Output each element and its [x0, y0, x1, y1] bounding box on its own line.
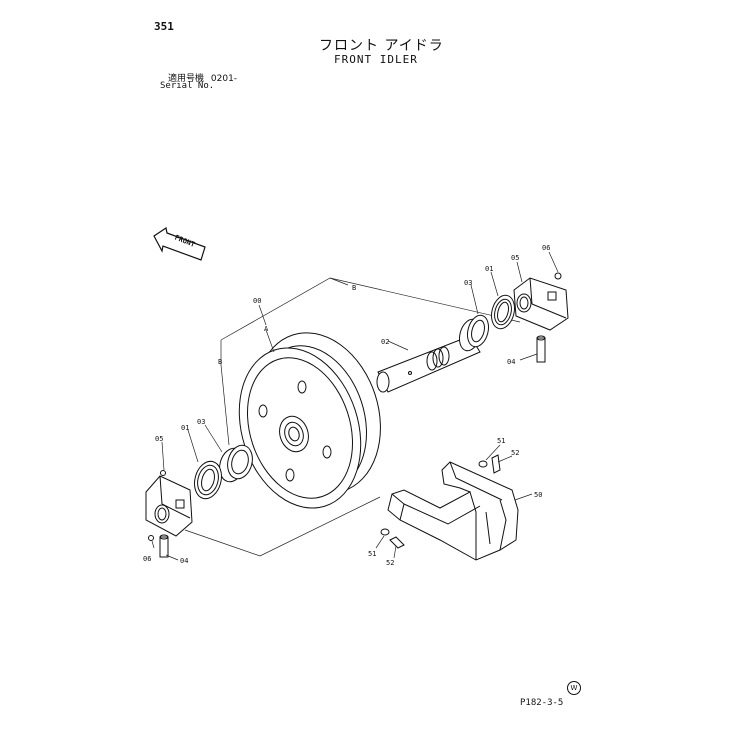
bracket-right — [513, 272, 569, 331]
callout-guide-bracket: 50 — [534, 491, 542, 499]
washer-top — [478, 460, 488, 468]
callout-shaft: 02 — [381, 338, 389, 346]
bolt-bottom — [389, 536, 405, 549]
seal-right — [458, 314, 490, 352]
callout-floating-seal-left: 01 — [181, 424, 189, 432]
callout-washer-top: 51 — [497, 437, 505, 445]
serial-label-english: Serial No. — [160, 81, 215, 91]
serial-label-jp-text: 適用号機 — [168, 74, 205, 84]
callout-bracket-left: 05 — [155, 435, 163, 443]
callout-bolt-bottom: 52 — [386, 559, 394, 567]
drawing-reference: P182-3-5 — [520, 698, 564, 708]
shaft — [376, 335, 481, 393]
callout-labels: 00 A B B 02 03 01 05 06 04 03 01 05 06 0… — [143, 244, 550, 567]
callout-group-b-top: B — [352, 284, 356, 292]
callout-bolt-top: 52 — [511, 449, 519, 457]
seal-left — [219, 444, 253, 483]
callout-bolt-left: 06 — [143, 555, 151, 563]
washer-bottom — [380, 528, 390, 536]
callout-floating-seal-right: 01 — [485, 265, 493, 273]
callout-hub-a: A — [264, 325, 269, 333]
guide-bracket — [387, 461, 519, 561]
idler-wheel — [238, 332, 381, 509]
callout-seal-right: 03 — [464, 279, 472, 287]
revision-mark: W — [567, 681, 581, 695]
bolt-top — [491, 454, 501, 474]
callout-bracket-right: 05 — [511, 254, 519, 262]
pin-right — [536, 335, 546, 363]
callout-idler-wheel: 00 — [253, 297, 261, 305]
serial-label-japanese: 適用号機 0201- — [168, 71, 237, 84]
leader-lines — [151, 251, 559, 561]
floating-seal-left — [194, 460, 222, 500]
page-number: 351 — [154, 20, 174, 33]
serial-value: 0201- — [210, 74, 238, 84]
callout-pin-right: 04 — [507, 358, 515, 366]
callout-group-b-side: B — [218, 358, 222, 366]
title-japanese: フロント アイドラ — [319, 38, 444, 54]
pin-left — [159, 534, 169, 558]
bracket-left — [145, 470, 193, 537]
callout-washer-bottom: 51 — [368, 550, 376, 558]
callout-seal-left: 03 — [197, 418, 205, 426]
front-direction-arrow: FRONT — [153, 227, 206, 261]
callout-pin-left: 04 — [180, 557, 188, 565]
floating-seal-right — [490, 294, 516, 330]
title-english: FRONT IDLER — [334, 53, 418, 66]
bolt-left — [148, 535, 154, 541]
assembly-reference-lines — [184, 277, 521, 557]
callout-bolt-right: 06 — [542, 244, 550, 252]
